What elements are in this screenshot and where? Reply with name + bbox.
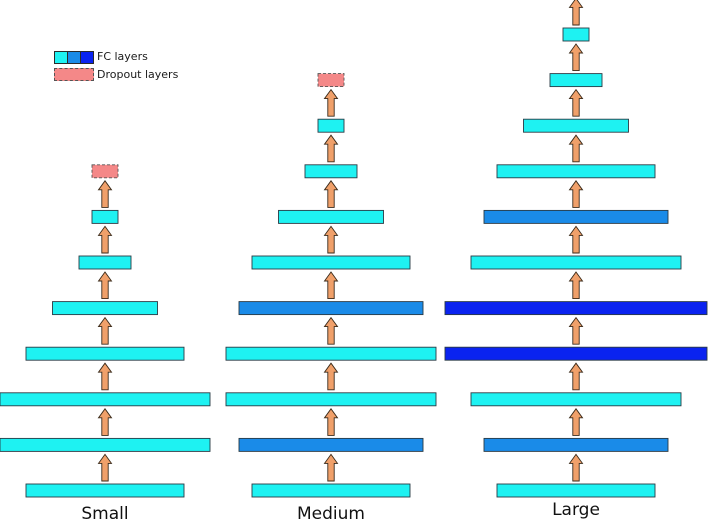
medium-arrow-5	[323, 271, 339, 300]
legend-fc-label: FC layers	[97, 50, 148, 63]
large-fc-layer-10	[549, 73, 603, 88]
small-fc-layer-3	[0, 392, 211, 407]
large-fc-layer-1	[496, 483, 656, 498]
medium-fc-layer-3	[225, 392, 437, 407]
legend-dropout-row: Dropout layers	[54, 68, 178, 81]
large-arrow-8	[568, 134, 584, 163]
fc-swatch-cyan	[54, 50, 68, 64]
medium-arrow-1	[323, 453, 339, 482]
large-arrow-2	[568, 408, 584, 436]
small-arrow-1	[97, 453, 113, 482]
dropout-swatch	[54, 68, 94, 81]
large-arrow-10	[568, 43, 584, 72]
small-fc-layer-1	[25, 483, 185, 498]
legend: FC layers Dropout layers	[54, 50, 178, 86]
medium-fc-layer-2	[238, 437, 424, 452]
medium-fc-layer-9	[317, 118, 345, 133]
fc-swatch-deep-blue	[81, 50, 94, 64]
large-fc-layer-9	[523, 118, 629, 133]
medium-dropout-layer	[317, 73, 345, 88]
medium-arrow-2	[323, 408, 339, 436]
small-fc-layer-4	[25, 346, 185, 361]
medium-fc-layer-5	[238, 301, 424, 316]
large-arrow-6	[568, 225, 584, 254]
large-arrow-4	[568, 316, 584, 345]
small-fc-layer-2	[0, 437, 211, 452]
medium-arrow-4	[323, 316, 339, 345]
small-arrow-5	[97, 271, 113, 300]
small-arrow-6	[97, 225, 113, 254]
large-fc-layer-4	[444, 346, 708, 361]
medium-arrow-3	[323, 362, 339, 391]
large-fc-layer-6	[470, 255, 682, 270]
large-fc-layer-3	[470, 392, 682, 407]
small-arrow-3	[97, 362, 113, 391]
large-arrow-9	[568, 88, 584, 117]
medium-fc-layer-1	[251, 483, 411, 498]
large-fc-layer-7	[483, 209, 669, 224]
large-arrow-1	[568, 453, 584, 482]
fc-swatches	[54, 50, 94, 64]
medium-arrow-9	[323, 88, 339, 117]
large-arrow-3	[568, 362, 584, 391]
medium-fc-layer-6	[251, 255, 411, 270]
small-fc-layer-6	[78, 255, 132, 270]
legend-fc-row: FC layers	[54, 50, 178, 64]
label-large: Large	[552, 500, 600, 520]
small-fc-layer-7	[91, 209, 119, 224]
large-arrow-7	[568, 180, 584, 208]
medium-arrow-7	[323, 180, 339, 208]
small-arrow-4	[97, 316, 113, 345]
small-fc-layer-5	[52, 301, 158, 316]
large-arrow-11	[568, 0, 584, 26]
fc-swatch-mid-blue	[68, 50, 81, 64]
large-fc-layer-2	[483, 437, 669, 452]
large-arrow-5	[568, 271, 584, 300]
label-medium: Medium	[297, 504, 365, 524]
large-fc-layer-5	[444, 301, 708, 316]
medium-fc-layer-8	[304, 164, 358, 179]
medium-arrow-6	[323, 225, 339, 254]
medium-fc-layer-7	[278, 209, 384, 224]
medium-fc-layer-4	[225, 346, 437, 361]
large-fc-layer-11	[562, 27, 590, 42]
legend-dropout-label: Dropout layers	[97, 68, 179, 81]
large-fc-layer-8	[496, 164, 656, 179]
small-dropout-layer	[91, 164, 119, 179]
small-arrow-7	[97, 180, 113, 208]
medium-arrow-8	[323, 134, 339, 163]
label-small: Small	[81, 504, 129, 524]
small-arrow-2	[97, 408, 113, 436]
